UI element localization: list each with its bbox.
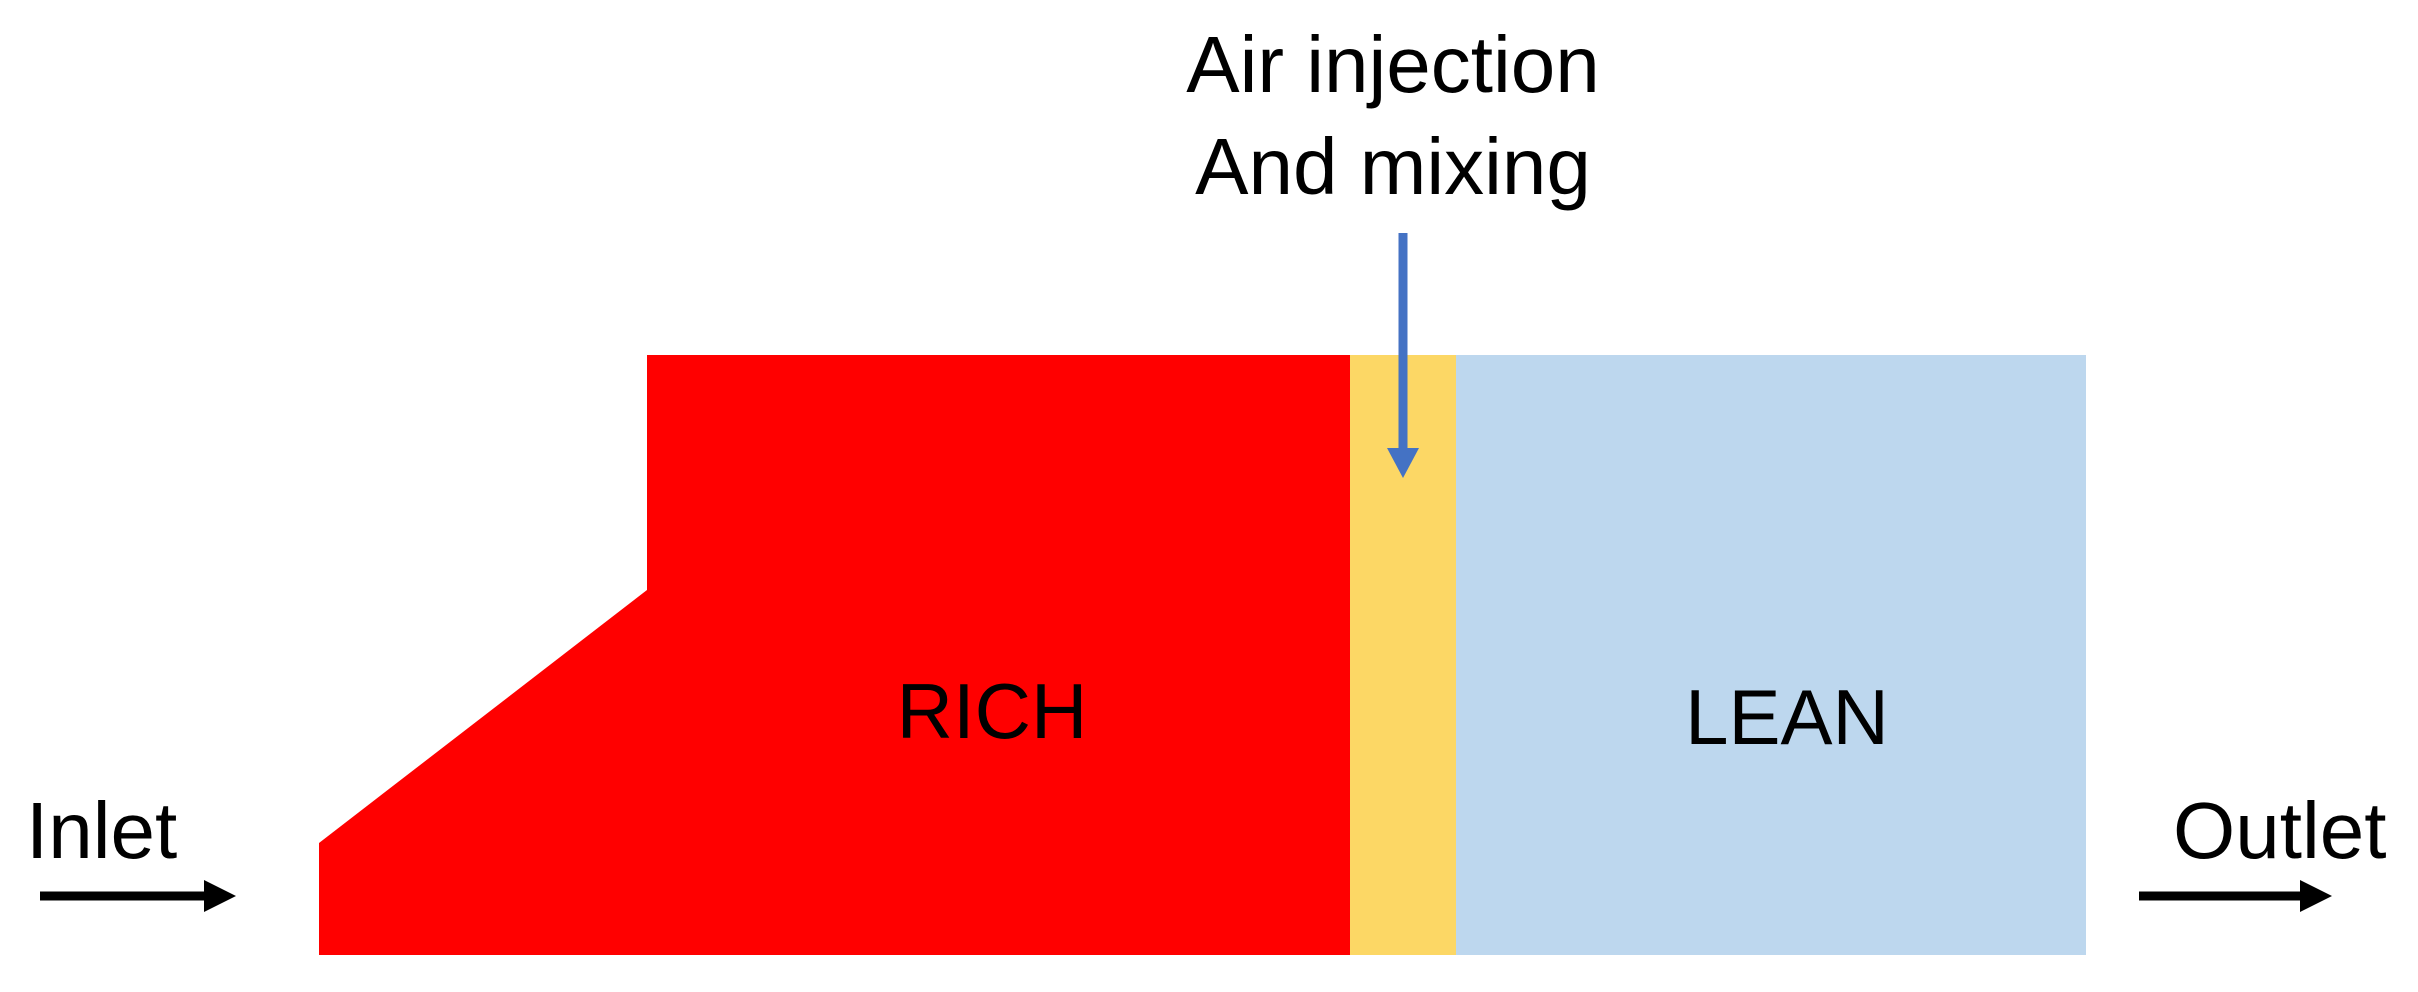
air-injection-arrow xyxy=(1387,233,1419,478)
rich-zone-label: RICH xyxy=(897,667,1088,755)
outlet-arrow xyxy=(2139,880,2332,912)
lean-zone-rect xyxy=(1456,355,2086,955)
inlet-arrow xyxy=(40,880,236,912)
outlet-label: Outlet xyxy=(2173,786,2386,875)
rich-zone-rect xyxy=(647,355,1350,955)
mixing-label: And mixing xyxy=(1195,122,1591,211)
inlet-nozzle-shape xyxy=(319,590,647,955)
air-injection-label: Air injection xyxy=(1186,20,1600,109)
inlet-label: Inlet xyxy=(26,786,177,875)
lean-zone: LEAN xyxy=(1456,355,2086,955)
rich-zone: RICH xyxy=(319,355,1350,955)
lean-zone-label: LEAN xyxy=(1685,673,1889,761)
